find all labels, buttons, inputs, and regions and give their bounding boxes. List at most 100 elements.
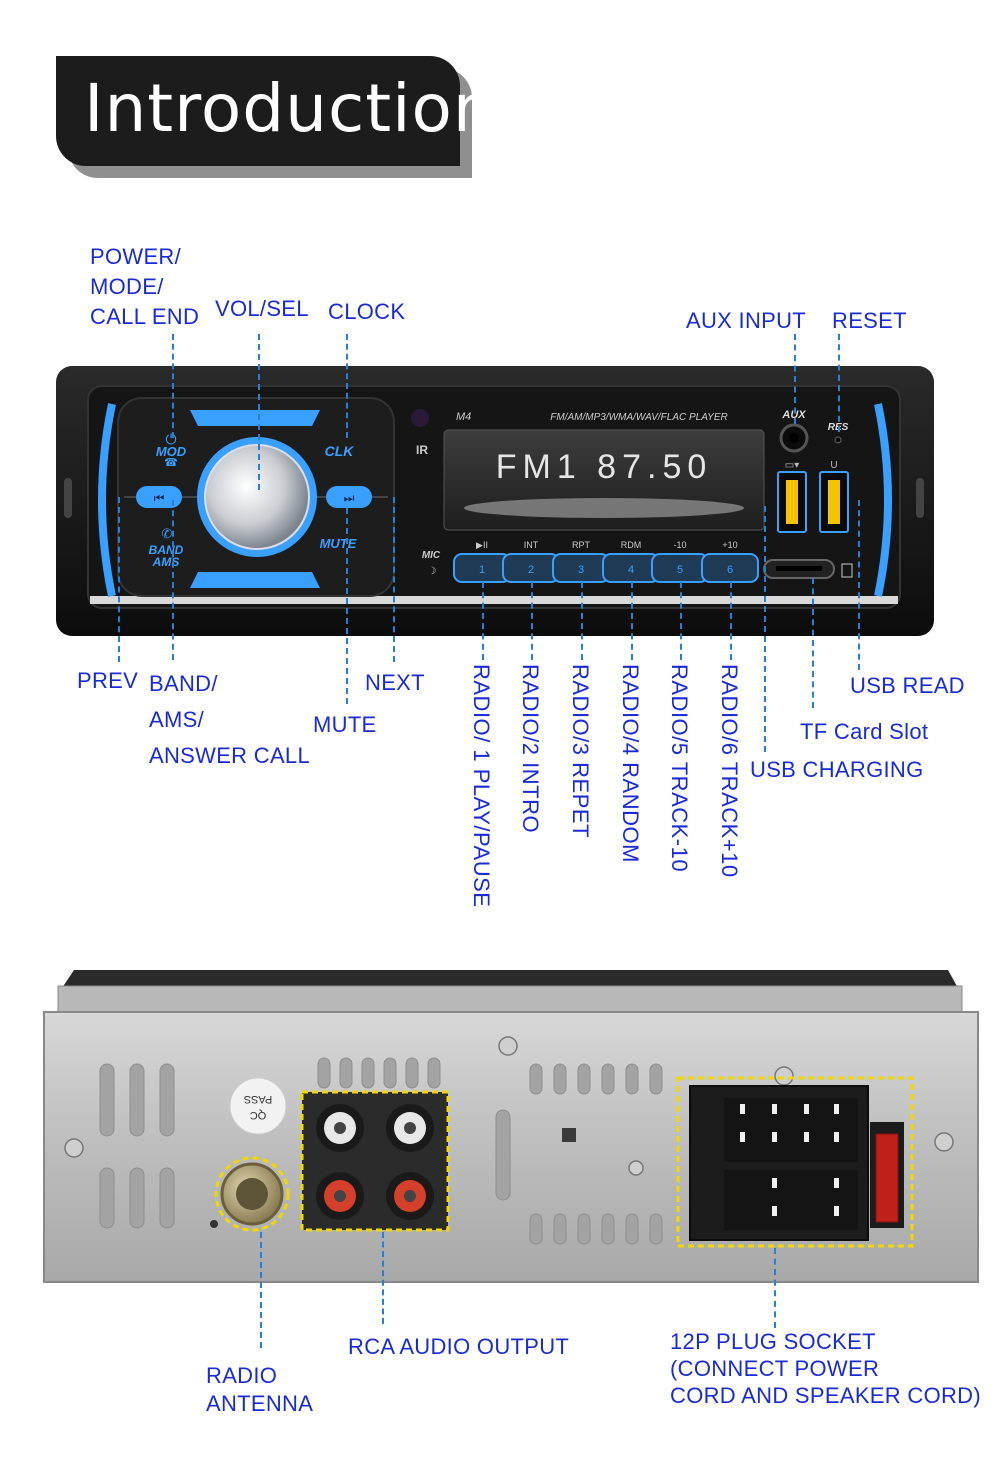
- label-preset-1: RADIO/ 1 PLAY/PAUSE: [469, 664, 494, 908]
- preset-number: 6: [727, 564, 733, 576]
- preset-top-label: -10: [673, 540, 686, 550]
- label-power-mode: POWER/ MODE/ CALL END: [90, 244, 200, 329]
- lead-prev: [118, 497, 120, 662]
- preset-button[interactable]: RDM 4: [602, 540, 660, 583]
- square-cutout: [562, 1128, 576, 1142]
- lead-mute: [346, 508, 348, 704]
- lead-vol: [258, 334, 260, 490]
- label-prev: PREV: [77, 668, 139, 693]
- antenna-socket-inner: [236, 1178, 268, 1210]
- small-hole: [210, 1220, 218, 1228]
- lead-preset-3: [581, 582, 583, 660]
- phone-end-icon: ☎: [164, 457, 178, 469]
- next-button: [326, 486, 372, 508]
- label-usb-read: USB READ: [850, 673, 965, 698]
- label-tf-card: TF Card Slot: [800, 719, 929, 744]
- ir-sensor: [411, 409, 429, 427]
- fuse: [875, 1133, 899, 1223]
- lead-aux: [794, 334, 796, 424]
- title-banner: Introduction: [56, 56, 495, 180]
- usb-charging-slot: [786, 480, 798, 524]
- left-glow: [98, 403, 116, 597]
- lead-usb-read: [858, 500, 860, 670]
- label-mute: MUTE: [313, 712, 377, 737]
- preset-top-label: RPT: [572, 540, 591, 550]
- label-preset-6: RADIO/6 TRACK+10: [717, 664, 742, 878]
- front-chrome-strip: [90, 596, 898, 604]
- aux-jack-hole: [789, 433, 799, 443]
- lead-tf-card: [812, 578, 814, 708]
- prev-icon: ⏮: [154, 491, 165, 505]
- ir-icon: IR: [416, 443, 428, 457]
- vent-slots: [99, 1057, 663, 1245]
- antenna-socket-highlight: [214, 1156, 290, 1232]
- lead-usb-charging: [764, 506, 766, 752]
- formats-label: FM/AM/MP3/WMA/WAV/FLAC PLAYER: [550, 412, 727, 423]
- band-label: BAND: [149, 543, 184, 557]
- qc-label: QC: [250, 1109, 267, 1121]
- label-next: NEXT: [365, 670, 425, 695]
- power-icon: ⏻: [165, 431, 176, 447]
- label-radio-antenna: RADIO ANTENNA: [206, 1363, 314, 1416]
- lead-plug-socket: [774, 1248, 776, 1328]
- bottom-light-bar: [190, 572, 320, 588]
- lead-preset-2: [531, 582, 533, 660]
- mic-icon: ☽: [428, 566, 437, 577]
- lead-antenna: [260, 1232, 262, 1348]
- next-icon: ⏭: [344, 491, 355, 505]
- mod-label: MOD: [156, 444, 187, 459]
- top-chassis: [62, 970, 958, 988]
- preset-number: 5: [677, 564, 683, 576]
- label-preset-3: RADIO/3 REPET: [568, 664, 593, 838]
- label-plug-socket: 12P PLUG SOCKET (CONNECT POWER CORD AND …: [670, 1329, 981, 1408]
- preset-number: 1: [479, 564, 485, 576]
- pass-label: PASS: [244, 1093, 273, 1105]
- usb-read-slot: [828, 480, 840, 524]
- lead-band: [172, 500, 174, 660]
- lead-clock: [346, 334, 348, 438]
- label-rca-output: RCA AUDIO OUTPUT: [348, 1334, 570, 1359]
- lead-next: [393, 497, 395, 662]
- sd-icon: [841, 563, 853, 578]
- usb-read-icon: U: [830, 460, 837, 471]
- phone-answer-icon: ✆: [162, 526, 173, 541]
- label-vol-sel: VOL/SEL: [215, 296, 309, 321]
- label-clock: CLOCK: [328, 299, 406, 324]
- label-preset-2: RADIO/2 INTRO: [518, 664, 543, 834]
- clk-label: CLK: [325, 443, 355, 459]
- lead-preset-1: [482, 582, 484, 660]
- left-rail: [64, 478, 72, 518]
- prev-button: [136, 486, 182, 508]
- label-preset-5: RADIO/5 TRACK-10: [667, 664, 692, 873]
- label-band-ams: BAND/ AMS/ ANSWER CALL: [149, 671, 311, 768]
- tf-card-inner: [776, 566, 822, 571]
- top-light-bar: [190, 410, 320, 426]
- label-preset-4: RADIO/4 RANDOM: [618, 664, 643, 863]
- preset-number: 2: [528, 564, 534, 576]
- label-aux-input: AUX INPUT: [686, 308, 807, 333]
- volume-knob: [204, 444, 310, 550]
- preset-top-label: INT: [524, 540, 539, 550]
- socket-pins: [740, 1104, 839, 1216]
- qc-sticker: [229, 1077, 287, 1135]
- plug-socket-highlight: [676, 1076, 914, 1248]
- preset-top-label: ▶II: [476, 540, 488, 550]
- usb-charge-icon: ▭▾: [785, 460, 799, 471]
- right-glow: [874, 403, 892, 597]
- label-usb-charging: USB CHARGING: [750, 757, 924, 782]
- label-reset: RESET: [832, 308, 907, 333]
- lead-rca: [382, 1232, 384, 1324]
- lcd-text: FM1 87.50: [496, 448, 713, 486]
- model-label: M4: [456, 411, 471, 423]
- preset-top-label: RDM: [621, 540, 642, 550]
- preset-number: 3: [578, 564, 584, 576]
- preset-top-label: +10: [722, 540, 737, 550]
- lead-reset: [838, 334, 840, 432]
- lead-power: [172, 334, 174, 438]
- page-title: Introduction: [84, 70, 496, 147]
- preset-number: 4: [628, 564, 634, 576]
- reset-hole: [834, 436, 842, 444]
- right-rail: [916, 478, 924, 518]
- aux-label: AUX: [781, 409, 806, 421]
